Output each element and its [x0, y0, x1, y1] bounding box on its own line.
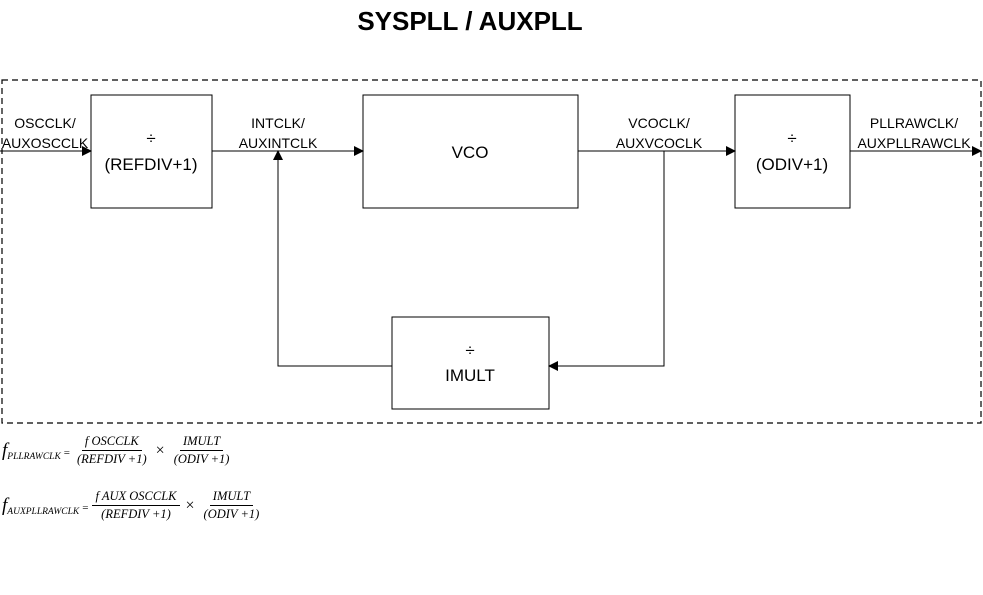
refdiv-divide-symbol: ÷ — [146, 129, 155, 148]
formula-subscript: PLLRAWCLK — [7, 451, 61, 462]
formula-auxpllrawclk: f AUXPLLRAWCLK = f AUX OSCCLK (REFDIV +1… — [2, 489, 264, 522]
imult-block — [391, 316, 550, 410]
refdiv-block — [90, 94, 213, 209]
formula-pllrawclk: f PLLRAWCLK = f OSCCLK (REFDIV +1) × IMU… — [2, 434, 234, 467]
formula-f: f — [2, 439, 8, 461]
input-label-line2: AUXOSCCLK — [2, 135, 89, 151]
intclk-label-line1: INTCLK/ — [251, 115, 305, 131]
feedback-to-imult — [548, 151, 665, 371]
formula-fraction-1: f AUX OSCCLK (REFDIV +1) — [92, 489, 180, 522]
refdiv-label: (REFDIV+1) — [104, 155, 197, 174]
fraction-numerator: IMULT — [209, 489, 254, 506]
fraction-denominator: (ODIV +1) — [203, 507, 260, 521]
fraction-numerator: IMULT — [179, 434, 224, 451]
formula-f: f — [2, 494, 8, 516]
pll-boundary — [1, 79, 982, 424]
formula-fraction-2: IMULT (ODIV +1) — [171, 434, 233, 467]
output-label-line2: AUXPLLRAWCLK — [857, 135, 971, 151]
formula-fraction-2: IMULT (ODIV +1) — [201, 489, 263, 522]
fraction-numerator: f OSCCLK — [81, 434, 142, 451]
feedback-to-intclk — [273, 150, 392, 367]
odiv-divide-symbol: ÷ — [787, 129, 796, 148]
odiv-label: (ODIV+1) — [756, 155, 828, 174]
vco-block — [362, 94, 579, 209]
formula-equals: = — [82, 501, 89, 514]
diagram-title: SYSPLL / AUXPLL — [357, 6, 583, 36]
formula-fraction-1: f OSCCLK (REFDIV +1) — [74, 434, 150, 467]
odiv-block — [734, 94, 851, 209]
fraction-denominator: (ODIV +1) — [173, 452, 230, 466]
fraction-denominator: (REFDIV +1) — [77, 452, 147, 466]
formula-times: × — [185, 496, 195, 514]
formula-times: × — [155, 441, 165, 459]
imult-divide-symbol: ÷ — [465, 341, 474, 360]
vcoclk-label-line1: VCOCLK/ — [628, 115, 690, 131]
fraction-denominator: (REFDIV +1) — [101, 507, 171, 521]
formula-equals: = — [63, 446, 70, 459]
imult-label: IMULT — [445, 366, 495, 385]
fraction-numerator: f AUX OSCCLK — [92, 489, 180, 506]
intclk-label-line2: AUXINTCLK — [239, 135, 318, 151]
formula-subscript: AUXPLLRAWCLK — [7, 506, 80, 517]
vco-label: VCO — [452, 143, 489, 162]
output-label-line1: PLLRAWCLK/ — [870, 115, 958, 131]
vcoclk-label-line2: AUXVCOCLK — [616, 135, 703, 151]
input-label-line1: OSCCLK/ — [14, 115, 76, 131]
